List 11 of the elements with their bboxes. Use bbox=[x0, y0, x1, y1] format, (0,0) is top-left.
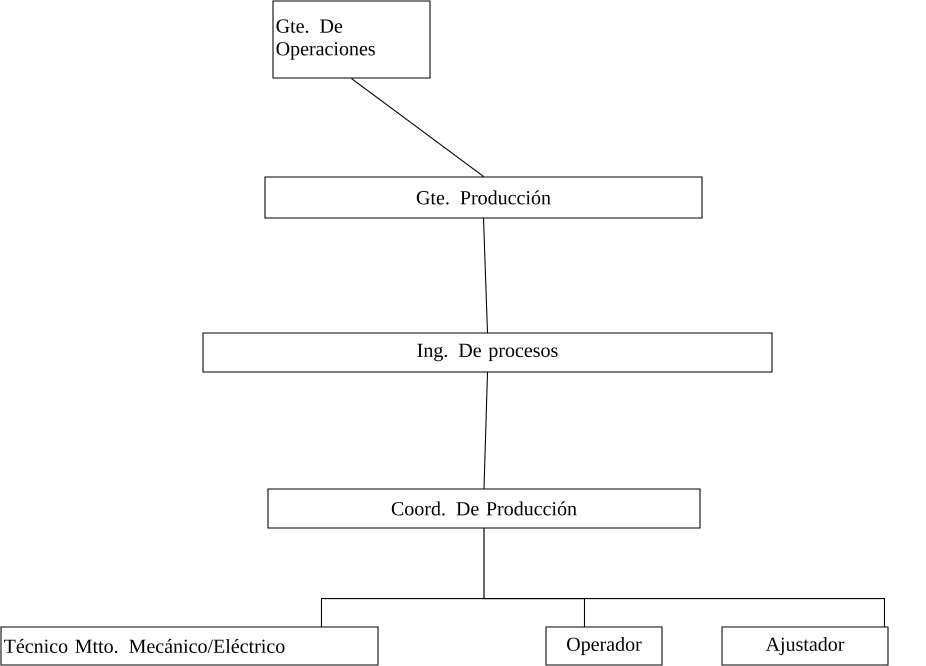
org-box: Ing. De procesos bbox=[202, 332, 773, 373]
connector-line bbox=[482, 218, 488, 332]
connector-line bbox=[483, 528, 885, 626]
connector-line bbox=[483, 372, 488, 488]
org-box: Ajustador bbox=[721, 626, 889, 666]
org-box: Coord. De Producción bbox=[267, 488, 701, 529]
org-box: Técnico Mtto. Mecánico/Eléctrico bbox=[0, 626, 379, 666]
org-box: Operador bbox=[545, 626, 663, 666]
org-box: Gte. Producción bbox=[264, 176, 703, 219]
connector-line bbox=[351, 78, 484, 177]
org-box: Gte. De Operaciones bbox=[272, 0, 431, 79]
